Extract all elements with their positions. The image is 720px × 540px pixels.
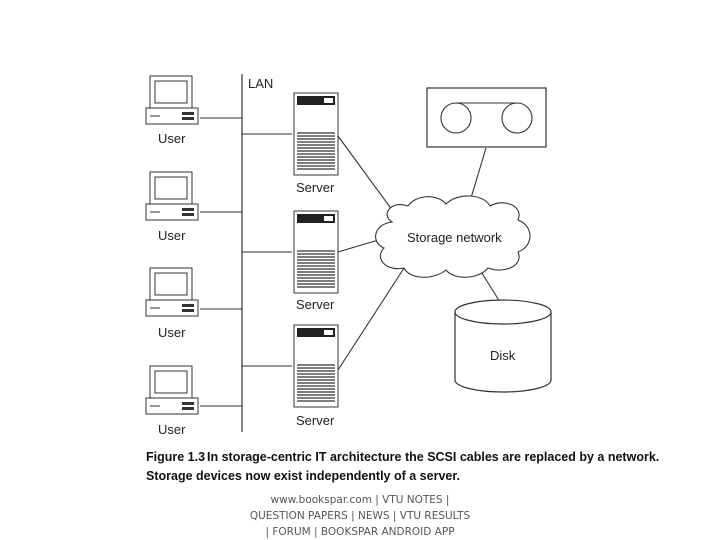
- storage-network-label: Storage network: [407, 230, 502, 245]
- server-tower-icon: [293, 324, 339, 408]
- server-label: Server: [296, 297, 335, 312]
- figure-number: Figure 1.3: [146, 450, 205, 464]
- user-computer-icon: [145, 75, 199, 125]
- disk-label: Disk: [490, 348, 516, 363]
- server-tower-icon: [293, 92, 339, 176]
- server-storage-link: [337, 135, 399, 219]
- server-storage-link: [337, 261, 409, 371]
- user-computer-icon: [145, 267, 199, 317]
- server-tower-icon: [293, 210, 339, 294]
- footer-line-2: QUESTION PAPERS | NEWS | VTU RESULTS: [249, 510, 471, 522]
- user-computer-icon: [145, 171, 199, 221]
- server-label: Server: [296, 180, 335, 195]
- footer: www.bookspar.com | VTU NOTES | QUESTION …: [0, 492, 720, 540]
- tape-drive-icon: [426, 87, 547, 148]
- footer-line-1: www.bookspar.com | VTU NOTES |: [270, 494, 450, 506]
- disk-cylinder-icon: [454, 299, 552, 393]
- server-label: Server: [296, 413, 335, 428]
- disk-storage-link: [479, 269, 501, 303]
- user-label: User: [158, 325, 186, 340]
- caption-line-1: In storage-centric IT architecture the S…: [207, 450, 659, 464]
- user-computer-icon: [145, 365, 199, 415]
- storage-network-cloud: [375, 195, 531, 278]
- user-label: User: [158, 131, 186, 146]
- user-label: User: [158, 228, 186, 243]
- footer-line-3: | FORUM | BOOKSPAR ANDROID APP: [265, 526, 455, 538]
- user-label: User: [158, 422, 186, 437]
- lan-label: LAN: [248, 76, 273, 91]
- caption-line-2: Storage devices now exist independently …: [146, 469, 460, 483]
